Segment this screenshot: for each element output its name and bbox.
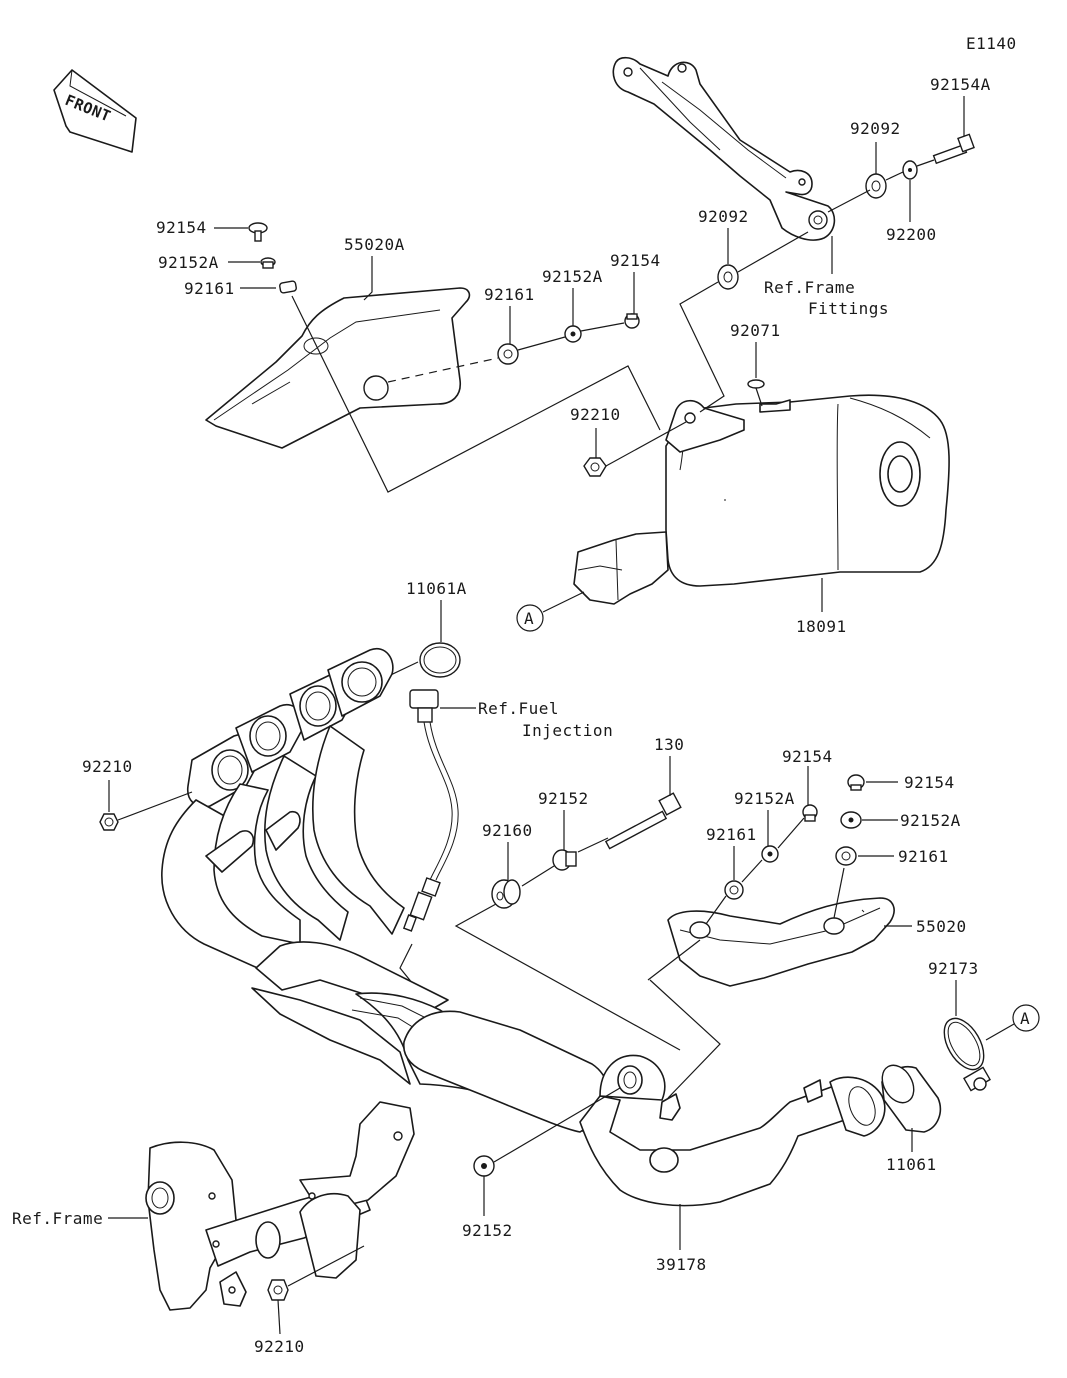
label-92152A-left: 92152A [158,253,219,272]
rear-pipe-39178 [579,1054,886,1207]
label-92152: 92152 [538,789,589,808]
label-92161-mid: 92161 [484,285,535,304]
label-92152A-r1: 92152A [734,789,795,808]
label-92152-bottom: 92152 [462,1221,513,1240]
label-92154-left: 92154 [156,218,207,237]
label-92152A-r2: 92152A [900,811,961,830]
label-92154-r2: 92154 [904,773,955,792]
gasket-11061A [419,642,461,678]
label-ref-frame-fittings-2: Fittings [808,299,889,318]
label-55020: 55020 [916,917,967,936]
nut-92210-top [583,457,607,477]
heat-cover-55020 [667,897,895,987]
oxygen-sensor [402,689,459,932]
label-92200: 92200 [886,225,937,244]
heat-cover-55020A [205,287,471,449]
label-92092-b: 92092 [698,207,749,226]
washer-92200 [902,160,918,180]
collar-92152-bottom [473,1155,495,1177]
damper-92161-mid [497,343,519,365]
bolt-92154A [932,133,975,165]
nut-92210-left [99,813,119,831]
label-92154A: 92154A [930,75,991,94]
exhaust-header-pipes [161,647,611,1135]
front-direction-arrow-icon: FRONT [53,69,137,153]
clamp-92173 [943,1017,991,1092]
label-92154-r1: 92154 [782,747,833,766]
label-92210-left: 92210 [82,757,133,776]
callout-a-bottom: A [1012,1004,1040,1032]
label-ref-fuel-injection-2: Injection [522,721,613,740]
collar-92152A-mid [564,325,582,343]
label-55020A: 55020A [344,235,405,254]
collar-92152A-r1 [840,811,862,829]
label-92154-mid: 92154 [610,251,661,270]
label-ref-fuel-injection-1: Ref.Fuel [478,699,559,718]
nut-92210-bottom [267,1279,289,1301]
label-11061: 11061 [886,1155,937,1174]
frame-bracket-reference [145,1101,415,1311]
label-92161-r2: 92161 [898,847,949,866]
screw-92154-r1 [847,774,865,791]
bolt-130 [604,792,682,850]
grommet-92092-b [717,264,739,290]
label-ref-frame-fittings-1: Ref.Frame [764,278,855,297]
svg-text:A: A [524,609,534,628]
collar-92152 [552,849,577,871]
clip-92071 [747,379,765,389]
label-39178: 39178 [656,1255,707,1274]
screw-92154-left [248,222,268,242]
collar-92152A-r2 [761,845,779,863]
gasket-11061 [881,1064,942,1133]
label-ref-frame: Ref.Frame [12,1209,103,1228]
label-92161-left: 92161 [184,279,235,298]
label-92092-a: 92092 [850,119,901,138]
callout-a-top: A [516,604,544,632]
label-92210-top: 92210 [570,405,621,424]
muffler-18091 [573,394,950,605]
diagram-code: E1140 [966,34,1017,53]
damper-92160 [491,879,521,909]
collar-92152A-left [260,257,276,269]
label-92071: 92071 [730,321,781,340]
screw-92154-mid [624,313,640,329]
label-18091: 18091 [796,617,847,636]
label-130: 130 [654,735,684,754]
label-92210-bottom: 92210 [254,1337,305,1356]
grommet-92092-a [865,173,887,199]
label-92173: 92173 [928,959,979,978]
label-92161-r1: 92161 [706,825,757,844]
label-92160: 92160 [482,821,533,840]
svg-text:A: A [1020,1009,1030,1028]
label-11061A: 11061A [406,579,467,598]
damper-92161-left [279,280,297,294]
damper-92161-r1 [835,846,857,866]
damper-92161-r2 [724,880,744,900]
label-92152A-mid: 92152A [542,267,603,286]
screw-92154-r2 [802,804,818,822]
muffler-bracket-part [612,56,836,241]
